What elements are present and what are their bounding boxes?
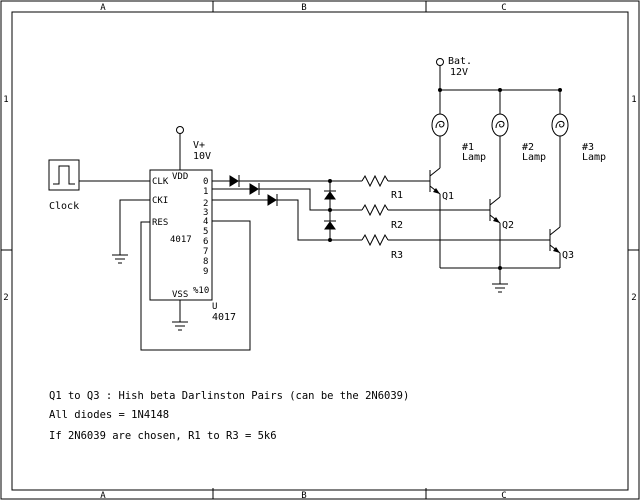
ic-output-pin: 9 bbox=[203, 267, 208, 277]
ic-output-pin: 8 bbox=[203, 257, 208, 267]
lamp-3 bbox=[551, 90, 569, 227]
zone-label-left: 2 bbox=[3, 293, 8, 303]
ic-designator: U bbox=[212, 302, 217, 312]
resistor-label: R3 bbox=[391, 250, 403, 261]
lamp-label: Lamp bbox=[522, 152, 546, 163]
resistor-label: R2 bbox=[391, 220, 403, 231]
resistor-r2 bbox=[361, 203, 490, 217]
clock-source bbox=[48, 159, 150, 191]
lamp-2 bbox=[491, 90, 509, 197]
note-line: If 2N6039 are chosen, R1 to R3 = 5k6 bbox=[49, 430, 277, 442]
transistor-q2 bbox=[489, 196, 501, 268]
ic-output-pin: 5 bbox=[203, 227, 208, 237]
lamp-label: Lamp bbox=[582, 152, 606, 163]
zone-label-bottom: C bbox=[501, 491, 506, 500]
resistor-r3 bbox=[361, 233, 550, 247]
zone-label-bottom: A bbox=[100, 491, 106, 500]
ic-output-pin: 4 bbox=[203, 217, 208, 227]
ic-output-pin: 6 bbox=[203, 237, 208, 247]
output-2-path bbox=[212, 194, 362, 241]
zone-label-top: A bbox=[100, 3, 106, 13]
supply-label: V+ bbox=[193, 140, 205, 151]
ic-name: 4017 bbox=[170, 235, 192, 245]
lamp-number: #1 bbox=[462, 142, 474, 153]
zone-label-right: 2 bbox=[631, 293, 636, 303]
note-line: All diodes = 1N4148 bbox=[49, 409, 169, 421]
output-0-path bbox=[212, 175, 362, 187]
transistor-q1 bbox=[429, 167, 441, 268]
ic-4017 bbox=[149, 169, 213, 301]
ic-output-pin: 1 bbox=[203, 187, 208, 197]
ic-pin-vdd: VDD bbox=[172, 172, 188, 182]
lamp-number: #3 bbox=[582, 142, 594, 153]
resistor-label: R1 bbox=[391, 190, 403, 201]
lamp-label: Lamp bbox=[462, 152, 486, 163]
zone-label-right: 1 bbox=[631, 95, 636, 105]
zone-label-top: B bbox=[301, 3, 306, 13]
output-1-path bbox=[212, 183, 362, 211]
ic-pin-res: RES bbox=[152, 218, 168, 228]
resistor-r1 bbox=[361, 174, 430, 188]
transistor-q3 bbox=[549, 226, 561, 268]
ic-pin-carry: %10 bbox=[193, 286, 209, 296]
ic-part-label: 4017 bbox=[212, 312, 236, 323]
lamp-number: #2 bbox=[522, 142, 534, 153]
ic-wiring bbox=[112, 126, 251, 351]
diode-ladder bbox=[324, 179, 336, 242]
ic-pin-cki: CKI bbox=[152, 196, 168, 206]
ic-pin-clk: CLK bbox=[152, 177, 169, 187]
supply-value: 10V bbox=[193, 151, 211, 162]
clock-label: Clock bbox=[49, 201, 79, 212]
ic-output-pin: 7 bbox=[203, 247, 208, 257]
battery-value: 12V bbox=[450, 67, 468, 78]
zone-label-bottom: B bbox=[301, 491, 306, 500]
ic-pin-vss: VSS bbox=[172, 290, 188, 300]
transistor-label: Q2 bbox=[502, 220, 514, 231]
zone-label-top: C bbox=[501, 3, 506, 13]
zone-label-left: 1 bbox=[3, 95, 8, 105]
battery-label: Bat. bbox=[448, 56, 472, 67]
ic-output-pin: 0 bbox=[203, 177, 208, 187]
ic-output-pin: 2 bbox=[203, 199, 208, 209]
ic-output-pin: 3 bbox=[203, 208, 208, 218]
note-line: Q1 to Q3 : Hish beta Darlinston Pairs (c… bbox=[49, 390, 409, 402]
lamp-1 bbox=[431, 90, 449, 168]
ground-return bbox=[440, 266, 560, 293]
transistor-label: Q3 bbox=[562, 250, 574, 261]
transistor-label: Q1 bbox=[442, 191, 454, 202]
